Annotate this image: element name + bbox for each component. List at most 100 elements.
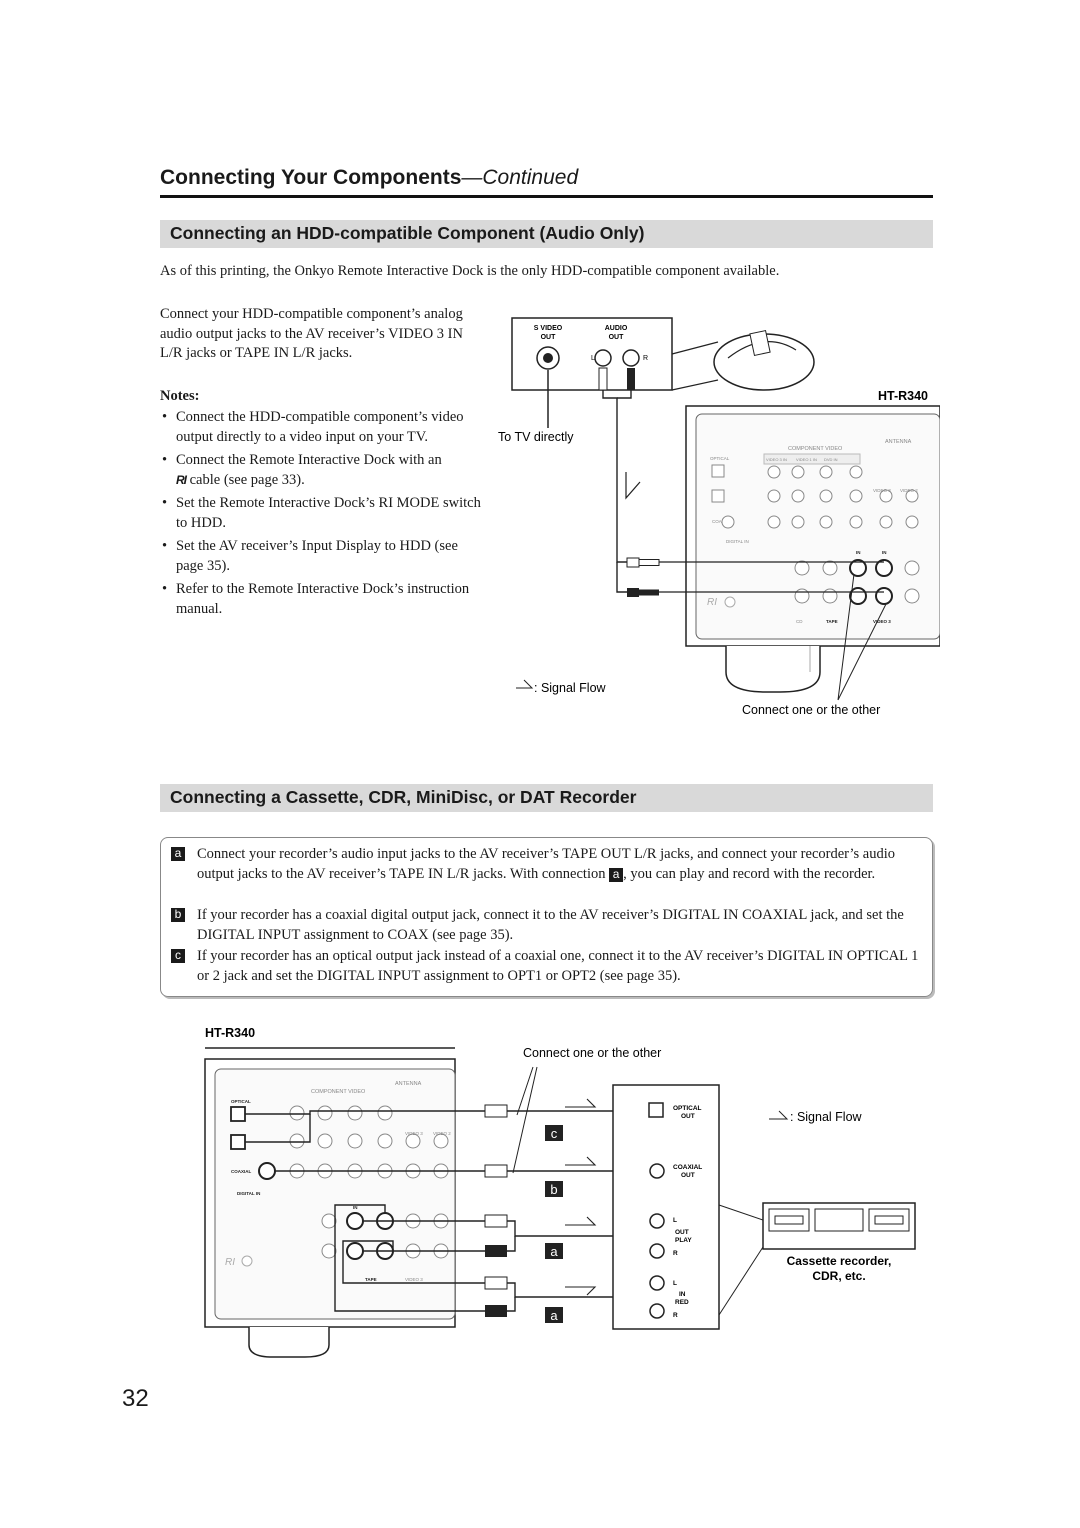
coaxial-jack [258, 1162, 276, 1180]
badge-a: a [550, 1244, 558, 1259]
section-bar-hdd: Connecting an HDD-compatible Component (… [160, 220, 933, 248]
coaxial-out-sub: OUT [681, 1172, 695, 1179]
note-text: cable (see page 33). [189, 472, 305, 488]
coaxial-out-label: COAXIAL [673, 1164, 702, 1171]
optical-label: OPTICAL [710, 456, 730, 461]
ri-jack-icon: RI [707, 597, 717, 608]
receiver-foot [725, 646, 821, 693]
audio-r-plug [627, 368, 635, 390]
tape-label: TAPE [826, 619, 838, 624]
digital-in-label: DIGITAL IN [237, 1191, 260, 1196]
ri-jack-icon: RI [225, 1257, 235, 1268]
audio-l-jack [594, 349, 612, 367]
tape-out-r-jack [346, 1242, 364, 1260]
rec-r-jack [649, 1303, 665, 1319]
step-letter-a: a [171, 847, 185, 861]
header-rule [160, 195, 933, 198]
tape-in-label: IN [353, 1205, 358, 1210]
svideo-label: S VIDEO [534, 325, 563, 332]
play-label: PLAY [675, 1237, 692, 1244]
rec-in-label: IN [679, 1291, 686, 1298]
notes-list: Connect the HDD-compatible component’s v… [160, 407, 485, 622]
cable-plug-white [626, 557, 640, 568]
antenna-label: ANTENNA [395, 1081, 422, 1087]
device-label: Cassette recorder, [787, 1254, 892, 1268]
play-l-jack [649, 1213, 665, 1229]
svideo-out-label: OUT [541, 334, 557, 341]
note-item: Connect the Remote Interactive Dock with… [160, 450, 485, 490]
connection-badges: c b a a [545, 1125, 563, 1323]
section-bar-recorder: Connecting a Cassette, CDR, MiniDisc, or… [160, 784, 933, 812]
audio-r-label: R [643, 355, 648, 362]
signal-flow-label: : Signal Flow [790, 1110, 863, 1124]
page-header: Connecting Your Components—Continued [160, 166, 578, 190]
inline-letter-a: a [609, 868, 624, 882]
ri-icon: RI [176, 473, 187, 487]
step-text: If your recorder has a coaxial digital o… [197, 907, 904, 943]
note-item: Set the Remote Interactive Dock’s RI MOD… [160, 493, 485, 533]
video3-in-r-jack [875, 587, 893, 605]
section-title: Connecting an HDD-compatible Component (… [170, 223, 645, 243]
optical-label: OPTICAL [231, 1099, 251, 1104]
signal-flow-arrows [565, 1098, 597, 1296]
step-b: b If your recorder has a coaxial digital… [171, 905, 922, 945]
video3-label: VIDEO 3 [873, 488, 891, 493]
cable-plug-red [627, 588, 639, 597]
play-l-label: L [673, 1217, 677, 1224]
model-label: HT-R340 [878, 389, 928, 403]
video3-in-l-jack [875, 559, 893, 577]
page-number: 32 [122, 1385, 149, 1412]
audio-out-label: OUT [609, 334, 625, 341]
optical-out-label: OPTICAL [673, 1105, 702, 1112]
play-r-jack [649, 1243, 665, 1259]
play-r-label: R [673, 1250, 678, 1257]
header-title: Connecting Your Components [160, 166, 462, 189]
video2-label: VIDEO 2 [900, 488, 918, 493]
tape-in-l-jack [849, 559, 867, 577]
receiver-foot [248, 1327, 330, 1358]
optical-1-jack [230, 1106, 246, 1122]
signal-flow-label: : Signal Flow [534, 681, 607, 695]
cd-label: CD [796, 619, 803, 624]
connect-one-label: Connect one or the other [742, 703, 880, 717]
digital-in-label: DIGITAL IN [726, 539, 749, 544]
model-label: HT-R340 [205, 1026, 255, 1040]
badge-a: a [550, 1308, 558, 1323]
coaxial-out-jack [649, 1163, 665, 1179]
connect-text: Connect your HDD-compatible component’s … [160, 306, 463, 361]
note-text: Set the AV receiver’s Input Display to H… [176, 538, 458, 574]
signal-flow-legend-icon [516, 679, 534, 689]
recorder-connection-diagram: HT-R340 ANTENNA COMPONENT VIDEO OPTICAL … [204, 1026, 916, 1358]
audio-label: AUDIO [605, 325, 628, 332]
intro-text: As of this printing, the Onkyo Remote In… [160, 263, 780, 279]
note-text: Connect the HDD-compatible component’s v… [176, 409, 464, 445]
svideo-jack-pins [543, 353, 553, 363]
optical-out-jack [648, 1102, 664, 1118]
step-c: c If your recorder has an optical output… [171, 946, 922, 986]
optical-out-sub: OUT [681, 1113, 695, 1120]
header-suffix: —Continued [461, 166, 579, 189]
note-item: Connect the HDD-compatible component’s v… [160, 407, 485, 447]
note-text: Refer to the Remote Interactive Dock’s i… [176, 581, 470, 617]
antenna-label: ANTENNA [885, 439, 912, 445]
note-text: Set the Remote Interactive Dock’s RI MOD… [176, 495, 481, 531]
rec-r-label: R [673, 1312, 678, 1319]
note-item: Refer to the Remote Interactive Dock’s i… [160, 579, 485, 619]
step-text: , you can play and record with the recor… [623, 866, 876, 882]
step-letter-c: c [171, 949, 185, 963]
note-item: Set the AV receiver’s Input Display to H… [160, 536, 485, 576]
connect-one-label: Connect one or the other [523, 1046, 661, 1060]
in-label: IN [882, 550, 887, 555]
audio-r-jack [622, 349, 640, 367]
notes-title: Notes: [160, 388, 200, 404]
hdd-connection-diagram: S VIDEO OUT AUDIO OUT L R To TV directly… [498, 317, 940, 717]
note-text: Connect the Remote Interactive Dock with… [176, 452, 442, 468]
in-label: IN [856, 550, 861, 555]
tape-label: TAPE [365, 1277, 377, 1282]
component-video-label: COMPONENT VIDEO [311, 1089, 366, 1095]
signal-flow-arrow-icon [625, 472, 641, 500]
audio-l-plug [598, 367, 608, 391]
play-out-label: OUT [675, 1229, 689, 1236]
video3-in-label: VIDEO 3 IN [766, 457, 787, 462]
step-text: Connect your recorder’s audio input jack… [197, 846, 896, 882]
